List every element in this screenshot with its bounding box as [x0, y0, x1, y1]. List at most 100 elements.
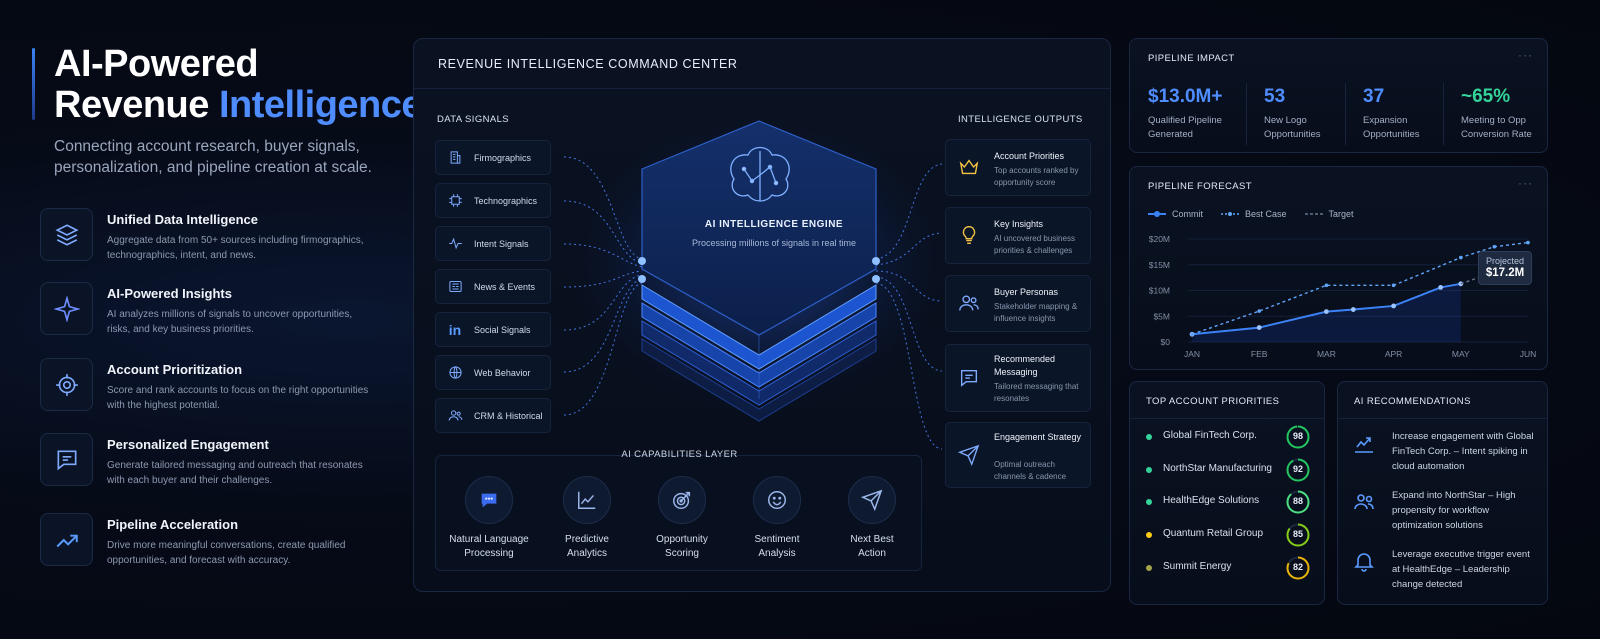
- signal-label: CRM & Historical: [474, 410, 543, 421]
- data-point: [1324, 283, 1329, 288]
- account-name: Quantum Retail Group: [1163, 528, 1264, 539]
- send-icon: [957, 444, 980, 467]
- kpi-value: 53: [1264, 86, 1286, 107]
- signal-crm[interactable]: CRM & Historical: [435, 398, 551, 433]
- chart-icon: [563, 476, 611, 524]
- paper-plane-icon: [848, 476, 896, 524]
- y-tick-label: $20M: [1149, 234, 1170, 244]
- hero-title-line2: Revenue: [54, 84, 219, 126]
- signal-web-behavior[interactable]: Web Behavior: [435, 355, 551, 390]
- feature-title: Unified Data Intelligence: [107, 212, 258, 227]
- account-name: Global FinTech Corp.: [1163, 430, 1257, 441]
- output-buyer-personas[interactable]: Buyer Personas Stakeholder mapping & inf…: [945, 275, 1091, 332]
- pulse-icon: [440, 236, 470, 251]
- data-point: [1438, 285, 1444, 290]
- capability-line: Analysis: [758, 548, 796, 559]
- output-desc: AI uncovered business priorities & chall…: [994, 234, 1075, 255]
- signal-news-events[interactable]: News & Events: [435, 269, 551, 304]
- recommendation-item[interactable]: Increase engagement with Global FinTech …: [1352, 429, 1534, 477]
- data-point: [1350, 307, 1356, 312]
- signal-intent[interactable]: Intent Signals: [435, 226, 551, 261]
- account-row[interactable]: Global FinTech Corp. 98: [1146, 425, 1310, 449]
- x-tick-label: JAN: [1184, 349, 1200, 359]
- y-tick-label: $5M: [1153, 311, 1170, 321]
- card-title: AI RECOMMENDATIONS: [1354, 396, 1471, 407]
- feature-desc: Drive more meaningful conversations, cre…: [107, 540, 346, 566]
- score-value: 88: [1292, 496, 1303, 506]
- capabilities-label: AI CAPABILITIES LAYER: [621, 449, 738, 460]
- status-dot: [1146, 467, 1152, 473]
- feature-personalized-engagement: Personalized Engagement Generate tailore…: [40, 433, 380, 493]
- score-value: 85: [1292, 529, 1303, 539]
- output-key-insights[interactable]: Key Insights AI uncovered business prior…: [945, 207, 1091, 264]
- x-tick-label: APR: [1385, 349, 1402, 359]
- callout-value: $17.2M: [1485, 267, 1525, 279]
- account-row[interactable]: Summit Energy 82: [1146, 556, 1310, 580]
- output-account-priorities[interactable]: Account Priorities Top accounts ranked b…: [945, 139, 1091, 196]
- signal-label: Technographics: [474, 195, 538, 206]
- globe-icon: [440, 365, 470, 380]
- score-ring-fill: [1286, 523, 1310, 547]
- signal-social[interactable]: in Social Signals: [435, 312, 551, 347]
- legend-label: Best Case: [1245, 209, 1287, 219]
- recommendation-text: Expand into NorthStar – High propensity …: [1392, 490, 1516, 531]
- x-tick-label: FEB: [1251, 349, 1268, 359]
- intelligence-outputs-label: INTELLIGENCE OUTPUTS: [958, 114, 1083, 125]
- more-options-icon[interactable]: ···: [1518, 48, 1533, 62]
- recommendation-item[interactable]: Expand into NorthStar – High propensity …: [1352, 488, 1532, 536]
- pipeline-impact-card: PIPELINE IMPACT ··· $13.0M+ Qualified Pi…: [1129, 38, 1548, 153]
- projected-callout: Projected $17.2M: [1478, 251, 1532, 285]
- output-connectors: [875, 163, 943, 450]
- engine-subtitle: Processing millions of signals in real t…: [691, 238, 857, 248]
- legend-best-case[interactable]: Best Case: [1221, 209, 1287, 219]
- more-options-icon[interactable]: ···: [1518, 176, 1533, 190]
- hero-accent-bar: [32, 48, 35, 120]
- feature-title: Pipeline Acceleration: [107, 517, 239, 532]
- score-ring: 85: [1286, 523, 1310, 547]
- data-point: [1391, 283, 1396, 288]
- recommendation-item[interactable]: Leverage executive trigger event at Heal…: [1352, 547, 1532, 595]
- chip-icon: [440, 193, 470, 208]
- crown-icon: [958, 156, 980, 178]
- x-tick-label: MAR: [1317, 349, 1336, 359]
- signal-technographics[interactable]: Technographics: [435, 183, 551, 218]
- legend-target[interactable]: Target: [1304, 209, 1354, 219]
- kpi-label: Qualified Pipeline: [1148, 115, 1222, 126]
- legend-commit[interactable]: Commit: [1148, 209, 1203, 219]
- card-title: PIPELINE FORECAST: [1148, 181, 1252, 192]
- bell-icon: [1352, 549, 1376, 573]
- score-ring-fill: [1286, 458, 1310, 482]
- feature-desc: AI analyzes millions of signals to uncov…: [107, 309, 353, 335]
- score-ring: 92: [1286, 458, 1310, 482]
- message-icon: [40, 433, 93, 486]
- score-value: 92: [1292, 464, 1303, 474]
- kpi-label: Opportunities: [1363, 129, 1420, 140]
- account-row[interactable]: NorthStar Manufacturing 92: [1146, 458, 1310, 482]
- signal-connectors: [563, 156, 643, 416]
- y-tick-label: $0: [1161, 337, 1171, 347]
- output-engagement-strategy[interactable]: Engagement Strategy Optimal outreach cha…: [945, 422, 1091, 488]
- output-desc: Optimal outreach channels & cadence: [994, 460, 1067, 481]
- data-point: [1391, 303, 1396, 309]
- signal-label: News & Events: [474, 281, 536, 292]
- account-row[interactable]: HealthEdge Solutions 88: [1146, 490, 1310, 514]
- engine-hexagon: [641, 120, 877, 336]
- data-point: [1459, 255, 1463, 260]
- hero-title-line1: AI-Powered: [54, 43, 259, 85]
- top-account-priorities-card: TOP ACCOUNT PRIORITIES Global FinTech Co…: [1129, 381, 1325, 605]
- output-desc: Tailored messaging that resonates: [994, 382, 1079, 403]
- output-recommended-messaging[interactable]: Recommended Messaging Tailored messaging…: [945, 344, 1091, 412]
- recommendation-text: Leverage executive trigger event at Heal…: [1392, 549, 1530, 590]
- capability-line: Natural Language: [449, 534, 529, 545]
- personas-icon: [958, 292, 980, 314]
- status-dot: [1146, 532, 1152, 538]
- kpi-value: ~65%: [1461, 86, 1511, 107]
- account-row[interactable]: Quantum Retail Group 85: [1146, 523, 1310, 547]
- signal-firmographics[interactable]: Firmographics: [435, 140, 551, 175]
